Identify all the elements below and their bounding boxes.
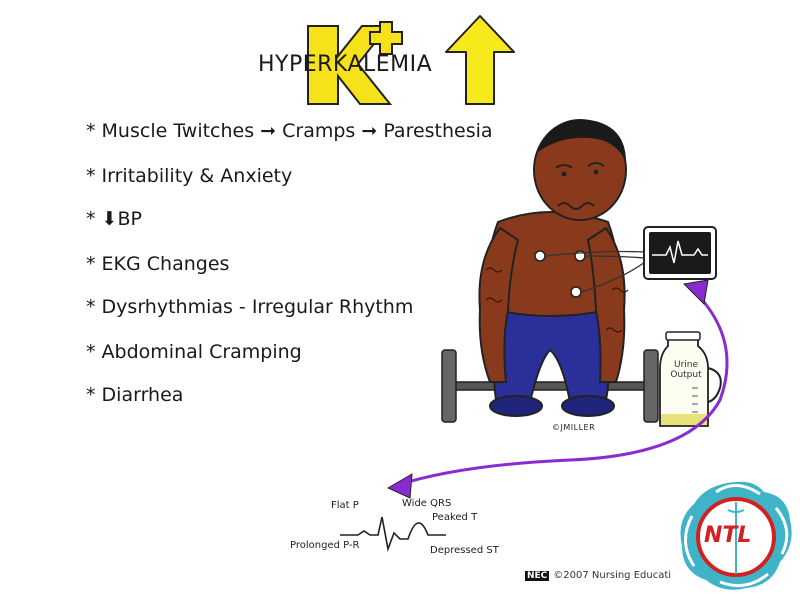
logo-text: NTL [704,523,752,548]
k-letter-shape [307,25,393,105]
hair-shape [538,119,626,162]
symptom-diarrhea: * Diarrhea [86,384,184,406]
urine-output-label: Urine Output [666,360,706,380]
ekg-label-flat-p: Flat P [331,500,359,511]
ekg-monitor [642,225,718,281]
ekg-label-prolonged-pr: Prolonged P-R [290,540,360,551]
ekg-label-peaked-t: Peaked T [432,512,478,523]
up-arrow-icon [440,12,520,107]
symptom-ekg-changes: * EKG Changes [86,253,230,275]
title-k-symbol [300,18,410,108]
barbell-plate-left [441,349,457,423]
symptom-low-bp: * ⬇BP [86,208,142,230]
artist-signature: ©JMILLER [552,423,596,432]
urine-label-line1: Urine [673,360,699,370]
monitor-waveform [652,240,708,264]
ekg-label-wide-qrs: Wide QRS [402,498,452,509]
copyright-text: ©2007 Nursing Educati [553,570,672,581]
right-arm-shape [586,226,626,383]
symptom-abdominal-cramping: * Abdominal Cramping [86,341,302,363]
ntl-logo [676,478,796,596]
ekg-label-depressed-st: Depressed ST [430,545,499,556]
urine-output-jug [654,328,726,432]
symptom-irritability: * Irritability & Anxiety [86,165,293,187]
ekg-strip [338,505,448,555]
barbell-plate-right [643,349,659,423]
nec-badge: NEC [525,571,550,581]
plus-shape [369,21,403,55]
symptom-muscle-twitches: * Muscle Twitches ➞ Cramps ➞ Paresthesia [86,120,493,142]
page-title: HYPERKALEMIA [258,52,433,77]
urine-label-line2: Output [670,370,702,380]
electrode [534,250,546,262]
weightlifter-illustration [430,110,680,450]
left-arm-shape [478,226,520,383]
purple-arrow-icon [370,279,750,505]
copyright-notice: NEC©2007 Nursing Educati [525,570,671,581]
symptom-dysrhythmias: * Dysrhythmias - Irregular Rhythm [86,296,414,318]
